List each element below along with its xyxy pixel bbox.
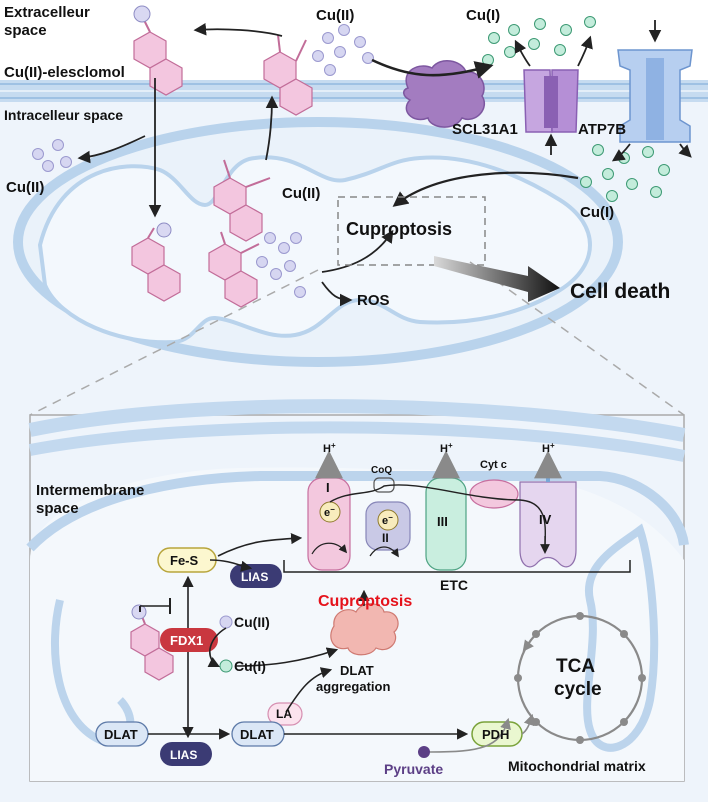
mitochondrion bbox=[13, 117, 623, 367]
scl31a1-label: SCL31A1 bbox=[452, 121, 518, 138]
pyruvate-dot bbox=[418, 746, 430, 758]
cu2-left-label: Cu(II) bbox=[6, 179, 44, 196]
intracellular-label: Intracelleur space bbox=[4, 107, 123, 123]
atp7b-transporter bbox=[617, 49, 693, 143]
cu-elesclomol-label: Cu(II)-elesclomol bbox=[4, 64, 125, 81]
cell-death-arrow bbox=[434, 256, 560, 302]
complex-IV-label: IV bbox=[539, 512, 552, 527]
fdx1-label: FDX1 bbox=[170, 633, 203, 648]
scl31a1-transporter bbox=[523, 69, 579, 133]
h-plus-label-3: H+ bbox=[542, 441, 555, 455]
tca-label-1: TCA bbox=[556, 656, 595, 677]
extracellular-label-1: Extracelleur bbox=[4, 4, 90, 21]
electron-label-2: e− bbox=[382, 513, 393, 527]
complex-III-label: III bbox=[437, 514, 448, 529]
intermembrane-label-2: space bbox=[36, 500, 79, 517]
coq-label: CoQ bbox=[371, 465, 392, 476]
cu-elesclomol-mito-2 bbox=[131, 222, 181, 302]
cu1-bottom-label: Cu(I) bbox=[234, 658, 266, 674]
cu2-bottom-particle bbox=[219, 615, 233, 629]
dlat-aggregation-blob bbox=[330, 603, 399, 656]
extracellular-label-2: space bbox=[4, 22, 47, 39]
atp7b-label: ATP7B bbox=[578, 121, 626, 138]
cyt-c bbox=[469, 479, 519, 509]
cu2-mito-label: Cu(II) bbox=[282, 185, 320, 202]
cuproptosis-bottom-label: Cuproptosis bbox=[318, 593, 412, 610]
elesclomol-mito-3 bbox=[208, 231, 260, 308]
cytc-label: Cyt c bbox=[480, 459, 507, 471]
h-plus-label-1: H+ bbox=[323, 441, 336, 455]
etc-label: ETC bbox=[440, 577, 468, 593]
fes-label: Fe-S bbox=[170, 553, 199, 568]
ros-label: ROS bbox=[357, 292, 390, 309]
cuproptosis-top-label: Cuproptosis bbox=[346, 219, 452, 239]
top-arrows bbox=[77, 20, 692, 307]
cu-elesclomol-complex-1 bbox=[133, 5, 183, 96]
cell-death-label: Cell death bbox=[570, 280, 670, 303]
lias-bottom-label: LIAS bbox=[170, 748, 197, 762]
zoom-line-left bbox=[29, 269, 319, 416]
pdh-label: PDH bbox=[482, 727, 509, 742]
h-plus-label-2: H+ bbox=[440, 441, 453, 455]
cu2-top-label: Cu(II) bbox=[316, 7, 354, 24]
cu1-right-label: Cu(I) bbox=[580, 204, 614, 221]
intermembrane-label-1: Intermembrane bbox=[36, 482, 144, 499]
dlat-left-label: DLAT bbox=[104, 727, 138, 742]
tca-cycle bbox=[514, 612, 646, 744]
dlat-aggregation-label-1: DLAT bbox=[340, 663, 374, 678]
cu1-top-label: Cu(I) bbox=[466, 7, 500, 24]
matrix-label: Mitochondrial matrix bbox=[508, 758, 646, 774]
cu1-bottom-particle bbox=[219, 659, 233, 673]
electron-2 bbox=[377, 509, 399, 531]
cuproptosis-box bbox=[337, 196, 486, 266]
lias-node-bottom bbox=[160, 742, 212, 766]
lias-top-label: LIAS bbox=[241, 570, 268, 584]
tca-label-2: cycle bbox=[554, 679, 602, 700]
elesclomol-mito-1 bbox=[213, 159, 271, 242]
dlat-aggregation-label-2: aggregation bbox=[316, 679, 390, 694]
bottom-pathway bbox=[95, 533, 646, 766]
cu-elesclomol-complex-2 bbox=[263, 34, 313, 116]
zoom-line-right bbox=[469, 261, 685, 416]
reductase-protein-blob bbox=[403, 60, 485, 128]
complex-I-label: I bbox=[326, 480, 330, 495]
cu2-bottom-label: Cu(II) bbox=[234, 614, 270, 630]
electron-label-1: e− bbox=[324, 505, 335, 519]
etc-complexes bbox=[283, 450, 631, 573]
la-label: LA bbox=[276, 707, 292, 721]
la-node bbox=[267, 702, 303, 726]
fdx1-node bbox=[160, 628, 218, 652]
dlat-mid-label: DLAT bbox=[240, 727, 274, 742]
complex-II-label: II bbox=[382, 531, 389, 545]
pyruvate-label: Pyruvate bbox=[384, 761, 443, 777]
cu2-particles bbox=[32, 24, 374, 298]
